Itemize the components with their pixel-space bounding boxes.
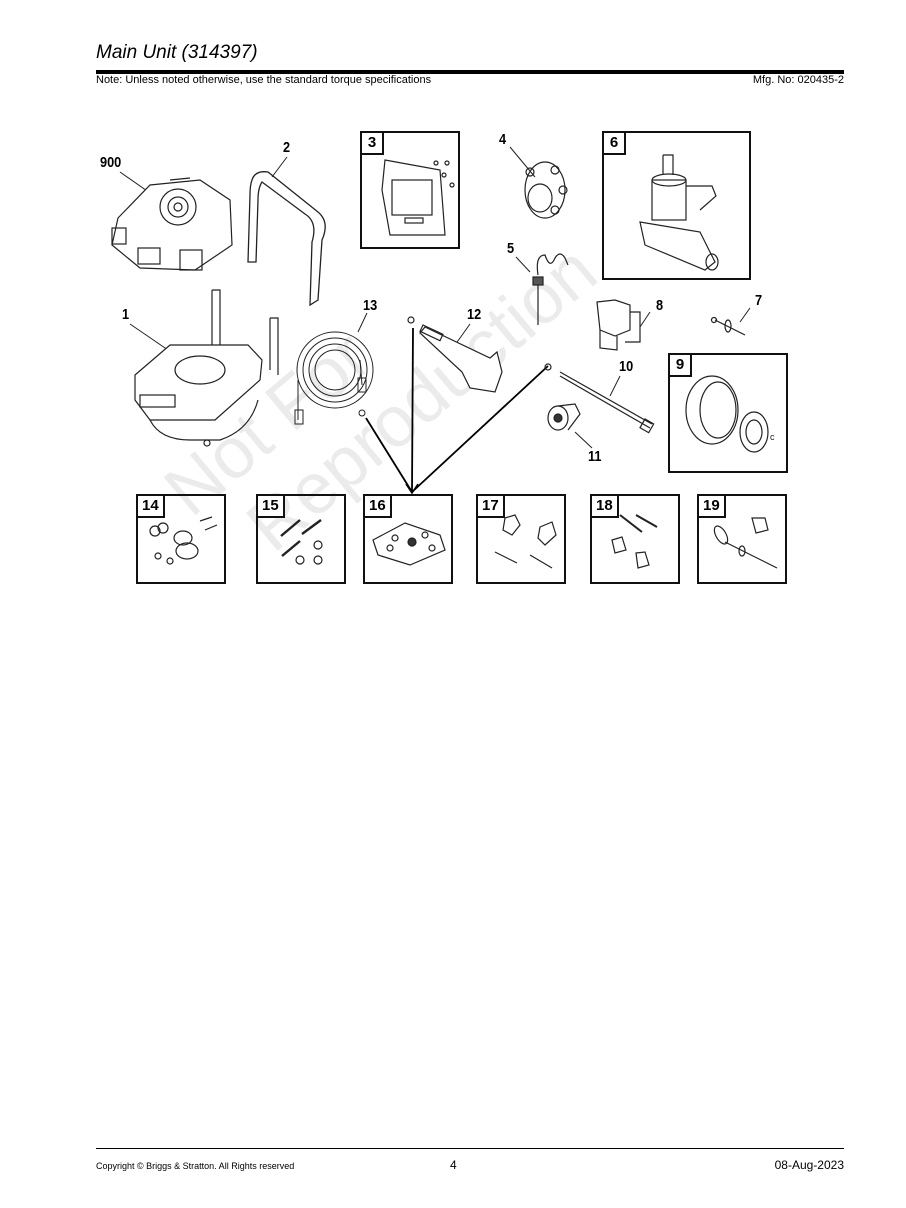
- callout-2: 2: [283, 139, 291, 156]
- footer-date: 08-Aug-2023: [774, 1158, 844, 1172]
- page-number: 4: [450, 1158, 457, 1172]
- part-number-17: 17: [476, 494, 505, 518]
- kit-15-drawing: [280, 519, 323, 565]
- footer-rule: [96, 1148, 844, 1149]
- wheel-drawing: c: [685, 375, 775, 453]
- part-box-17: 17: [476, 494, 566, 584]
- spray-gun-drawing: [407, 316, 503, 393]
- part-box-14: 14: [136, 494, 226, 584]
- mfg-number: Mfg. No: 020435-2: [752, 74, 844, 86]
- part-number-6: 6: [602, 131, 626, 155]
- kit-14-drawing: [149, 516, 218, 565]
- part-number-3: 3: [360, 131, 384, 155]
- callout-1: 1: [122, 306, 130, 323]
- callout-4: 4: [499, 131, 507, 148]
- callout-8: 8: [656, 297, 664, 314]
- part-number-14: 14: [136, 494, 165, 518]
- part-box-9: 9: [668, 353, 788, 473]
- axle-bolt-drawing: [710, 316, 746, 336]
- kit-16-drawing: [372, 522, 446, 566]
- callout-900: 900: [100, 154, 122, 171]
- part-box-6: 6: [602, 131, 751, 280]
- control-panel-drawing: [381, 159, 455, 236]
- callout-11: 11: [588, 448, 602, 465]
- hose-drawing: [294, 331, 374, 425]
- part-box-18: 18: [590, 494, 680, 584]
- part-number-9: 9: [668, 353, 692, 377]
- part-number-18: 18: [590, 494, 619, 518]
- callout-7: 7: [755, 292, 763, 309]
- handle-drawing: [247, 171, 326, 307]
- lance-drawing: [544, 363, 655, 434]
- part-box-3: 3: [360, 131, 460, 249]
- parts-diagram: c: [100, 131, 788, 584]
- page-title: Main Unit (314397): [96, 42, 258, 63]
- pump-drawing: [639, 154, 719, 271]
- nozzle-drawing: [547, 403, 581, 431]
- torque-note: Note: Unless noted otherwise, use the st…: [96, 74, 432, 86]
- frame-drawing: [134, 289, 279, 447]
- kit-17-drawing: [494, 514, 557, 569]
- part-box-16: 16: [363, 494, 453, 584]
- callout-5: 5: [507, 240, 515, 257]
- kit-19-drawing: [713, 517, 778, 569]
- part-number-16: 16: [363, 494, 392, 518]
- callout-12: 12: [467, 306, 482, 323]
- title-rule: [96, 70, 844, 74]
- part-number-15: 15: [256, 494, 285, 518]
- part-box-19: 19: [697, 494, 787, 584]
- dipstick-drawing: [532, 253, 569, 325]
- svg-text:c: c: [770, 432, 775, 442]
- holder-bracket-drawing: [596, 299, 641, 351]
- part-box-15: 15: [256, 494, 346, 584]
- reel-bracket-drawing: [524, 161, 568, 219]
- engine-drawing: [111, 177, 233, 271]
- part-number-19: 19: [697, 494, 726, 518]
- callout-13: 13: [363, 297, 378, 314]
- diagram-drawing: c: [111, 146, 778, 569]
- copyright-text: Copyright © Briggs & Stratton. All Right…: [96, 1161, 295, 1171]
- callout-10: 10: [619, 358, 634, 375]
- kit-18-drawing: [611, 514, 658, 569]
